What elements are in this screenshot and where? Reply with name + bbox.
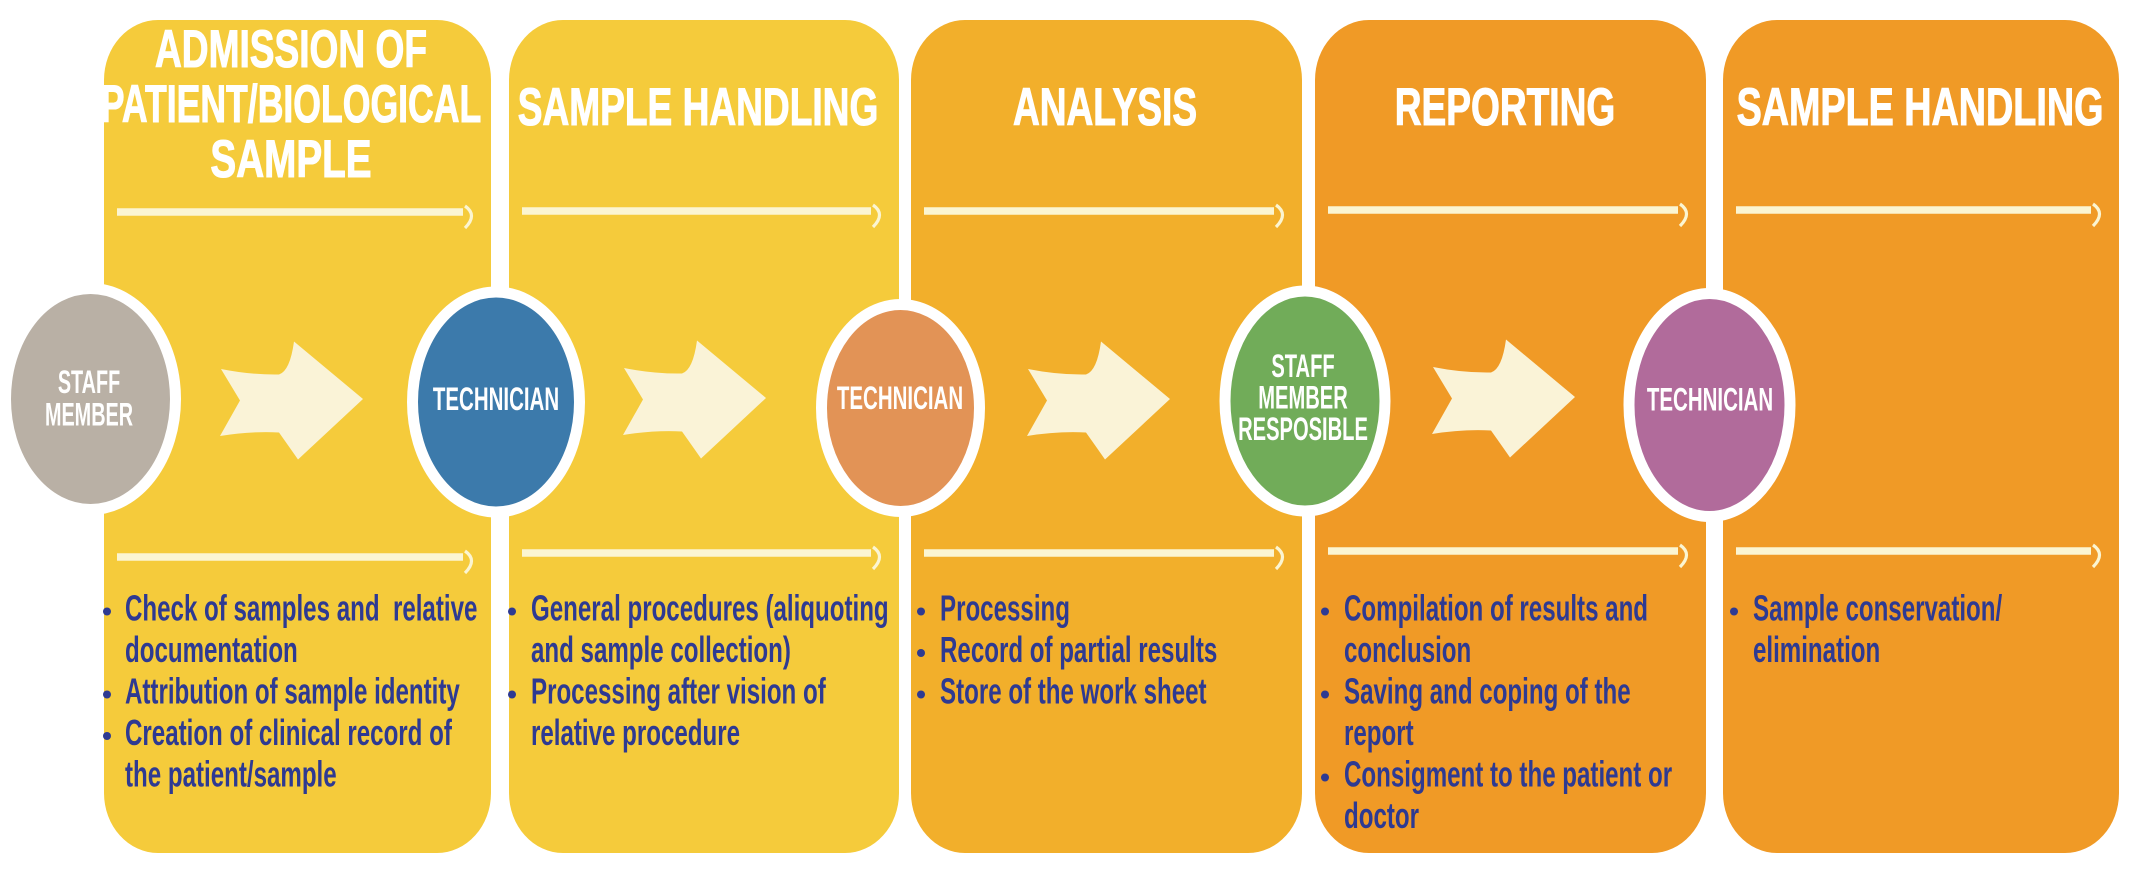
svg-text:elimination: elimination xyxy=(1753,630,1880,670)
svg-text:ADMISSION OF: ADMISSION OF xyxy=(155,19,427,78)
svg-text:ANALYSIS: ANALYSIS xyxy=(1013,77,1197,136)
svg-text:General procedures (aliquoting: General procedures (aliquoting xyxy=(531,589,889,629)
svg-text:STAFF: STAFF xyxy=(58,364,120,400)
svg-text:TECHNICIAN: TECHNICIAN xyxy=(837,379,963,416)
svg-text:Check of samples and relative: Check of samples and relative xyxy=(125,589,477,629)
svg-text:the patient/sample: the patient/sample xyxy=(125,755,337,795)
svg-text:doctor: doctor xyxy=(1344,796,1419,836)
svg-text:Creation of clinical record of: Creation of clinical record of xyxy=(125,713,452,753)
svg-text:TECHNICIAN: TECHNICIAN xyxy=(433,380,559,417)
svg-text:conclusion: conclusion xyxy=(1344,630,1471,670)
svg-text:TECHNICIAN: TECHNICIAN xyxy=(1647,381,1773,418)
svg-text:Consigment to the patient or: Consigment to the patient or xyxy=(1344,755,1672,795)
svg-text:Store of the work sheet: Store of the work sheet xyxy=(940,672,1207,712)
svg-text:Compilation of results and: Compilation of results and xyxy=(1344,589,1648,629)
svg-text:SAMPLE HANDLING: SAMPLE HANDLING xyxy=(1737,77,2104,137)
svg-text:SAMPLE HANDLING: SAMPLE HANDLING xyxy=(518,77,879,136)
svg-text:PATIENT/BIOLOGICAL: PATIENT/BIOLOGICAL xyxy=(101,74,481,134)
svg-text:RESPOSIBLE: RESPOSIBLE xyxy=(1238,411,1368,447)
svg-text:and sample collection): and sample collection) xyxy=(531,630,791,670)
svg-text:report: report xyxy=(1344,713,1414,753)
svg-text:relative procedure: relative procedure xyxy=(531,713,740,753)
svg-text:MEMBER: MEMBER xyxy=(1258,380,1347,416)
svg-text:Processing after vision of: Processing after vision of xyxy=(531,672,826,712)
svg-text:SAMPLE: SAMPLE xyxy=(210,129,371,188)
svg-text:Saving and coping of the: Saving and coping of the xyxy=(1344,672,1631,712)
svg-text:REPORTING: REPORTING xyxy=(1395,77,1616,136)
svg-text:STAFF: STAFF xyxy=(1271,348,1334,384)
svg-text:documentation: documentation xyxy=(125,630,298,670)
svg-text:Sample conservation/: Sample conservation/ xyxy=(1753,589,2003,629)
svg-text:Attribution of sample identity: Attribution of sample identity xyxy=(125,672,460,712)
svg-text:MEMBER: MEMBER xyxy=(45,397,133,433)
svg-text:Record of partial results: Record of partial results xyxy=(940,630,1217,670)
svg-text:Processing: Processing xyxy=(940,589,1070,629)
